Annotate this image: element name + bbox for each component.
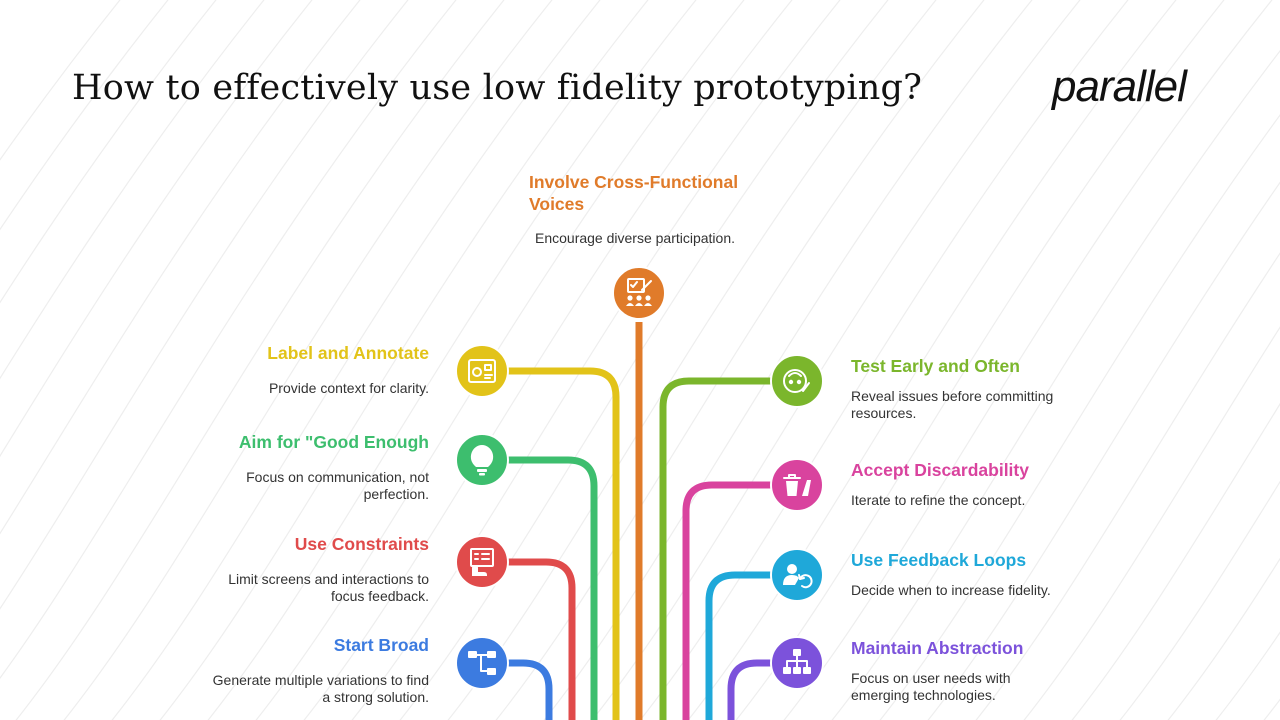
test-early-and-often-desc-line-1: Reveal issues before committing: [851, 388, 1053, 404]
annotation-board-icon: [468, 359, 496, 383]
connector-left-4: [508, 659, 553, 720]
use-constraints-desc-line-1: Limit screens and interactions to: [228, 571, 429, 587]
connector-lines: [508, 322, 771, 720]
label-and-annotate-title: Label and Annotate: [267, 343, 429, 363]
inspector-icon: [783, 369, 810, 393]
node-use-feedback-loops: [770, 548, 824, 602]
maintain-abstraction-desc-line-1: Focus on user needs with: [851, 670, 1011, 686]
accept-discardability-title: Accept Discardability: [851, 460, 1029, 480]
page-title: How to effectively use low fidelity prot…: [72, 68, 923, 108]
connector-left-1: [508, 367, 620, 720]
accept-discardability-desc: Iterate to refine the concept.: [851, 492, 1025, 508]
node-label-and-annotate: [455, 344, 509, 398]
hierarchy-icon: [783, 649, 811, 674]
test-early-and-often-title: Test Early and Often: [851, 356, 1020, 376]
maintain-abstraction-title: Maintain Abstraction: [851, 638, 1023, 658]
connector-left-3: [508, 558, 576, 720]
aim-for-good-enough-desc-line-1: Focus on communication, not: [246, 469, 429, 485]
connector-right-1: [659, 377, 771, 720]
aim-for-good-enough-title: Aim for "Good Enough: [239, 432, 429, 452]
node-test-early-and-often: [770, 354, 824, 408]
start-broad-desc-line-2: a strong solution.: [322, 689, 429, 705]
node-accept-discardability: [770, 458, 824, 512]
connector-right-2: [682, 481, 771, 720]
start-broad-title: Start Broad: [334, 635, 429, 655]
use-feedback-loops-title: Use Feedback Loops: [851, 550, 1026, 570]
node-aim-for-good-enough: [455, 433, 509, 487]
node-maintain-abstraction: [770, 636, 824, 690]
user-refresh-icon: [783, 564, 813, 589]
use-feedback-loops-desc: Decide when to increase fidelity.: [851, 582, 1051, 598]
test-early-and-often-desc-line-2: resources.: [851, 405, 916, 421]
lightbulb-icon: [470, 445, 494, 476]
center-desc: Encourage diverse participation.: [535, 230, 735, 246]
maintain-abstraction-desc-line-2: emerging technologies.: [851, 687, 996, 703]
node-center: [612, 266, 666, 320]
flow-branches-icon: [468, 651, 496, 675]
connector-left-2: [508, 456, 598, 720]
trash-icon: [783, 474, 811, 496]
node-start-broad: [455, 636, 509, 690]
connector-right-3: [705, 571, 771, 720]
connector-right-4: [727, 659, 771, 720]
center-title-line-1: Involve Cross-Functional: [529, 172, 738, 192]
node-layer: Involve Cross-FunctionalVoicesEncourage …: [213, 172, 1054, 705]
label-and-annotate-desc: Provide context for clarity.: [269, 380, 429, 396]
start-broad-desc-line-1: Generate multiple variations to find: [213, 672, 429, 688]
use-constraints-title: Use Constraints: [295, 534, 429, 554]
use-constraints-desc-line-2: focus feedback.: [331, 588, 429, 604]
center-title-line-2: Voices: [529, 194, 584, 214]
list-hand-icon: [470, 548, 494, 576]
aim-for-good-enough-desc-line-2: perfection.: [364, 486, 429, 502]
node-use-constraints: [455, 535, 509, 589]
brand-logo: parallel: [1052, 62, 1187, 111]
team-presentation-icon: [626, 278, 652, 306]
